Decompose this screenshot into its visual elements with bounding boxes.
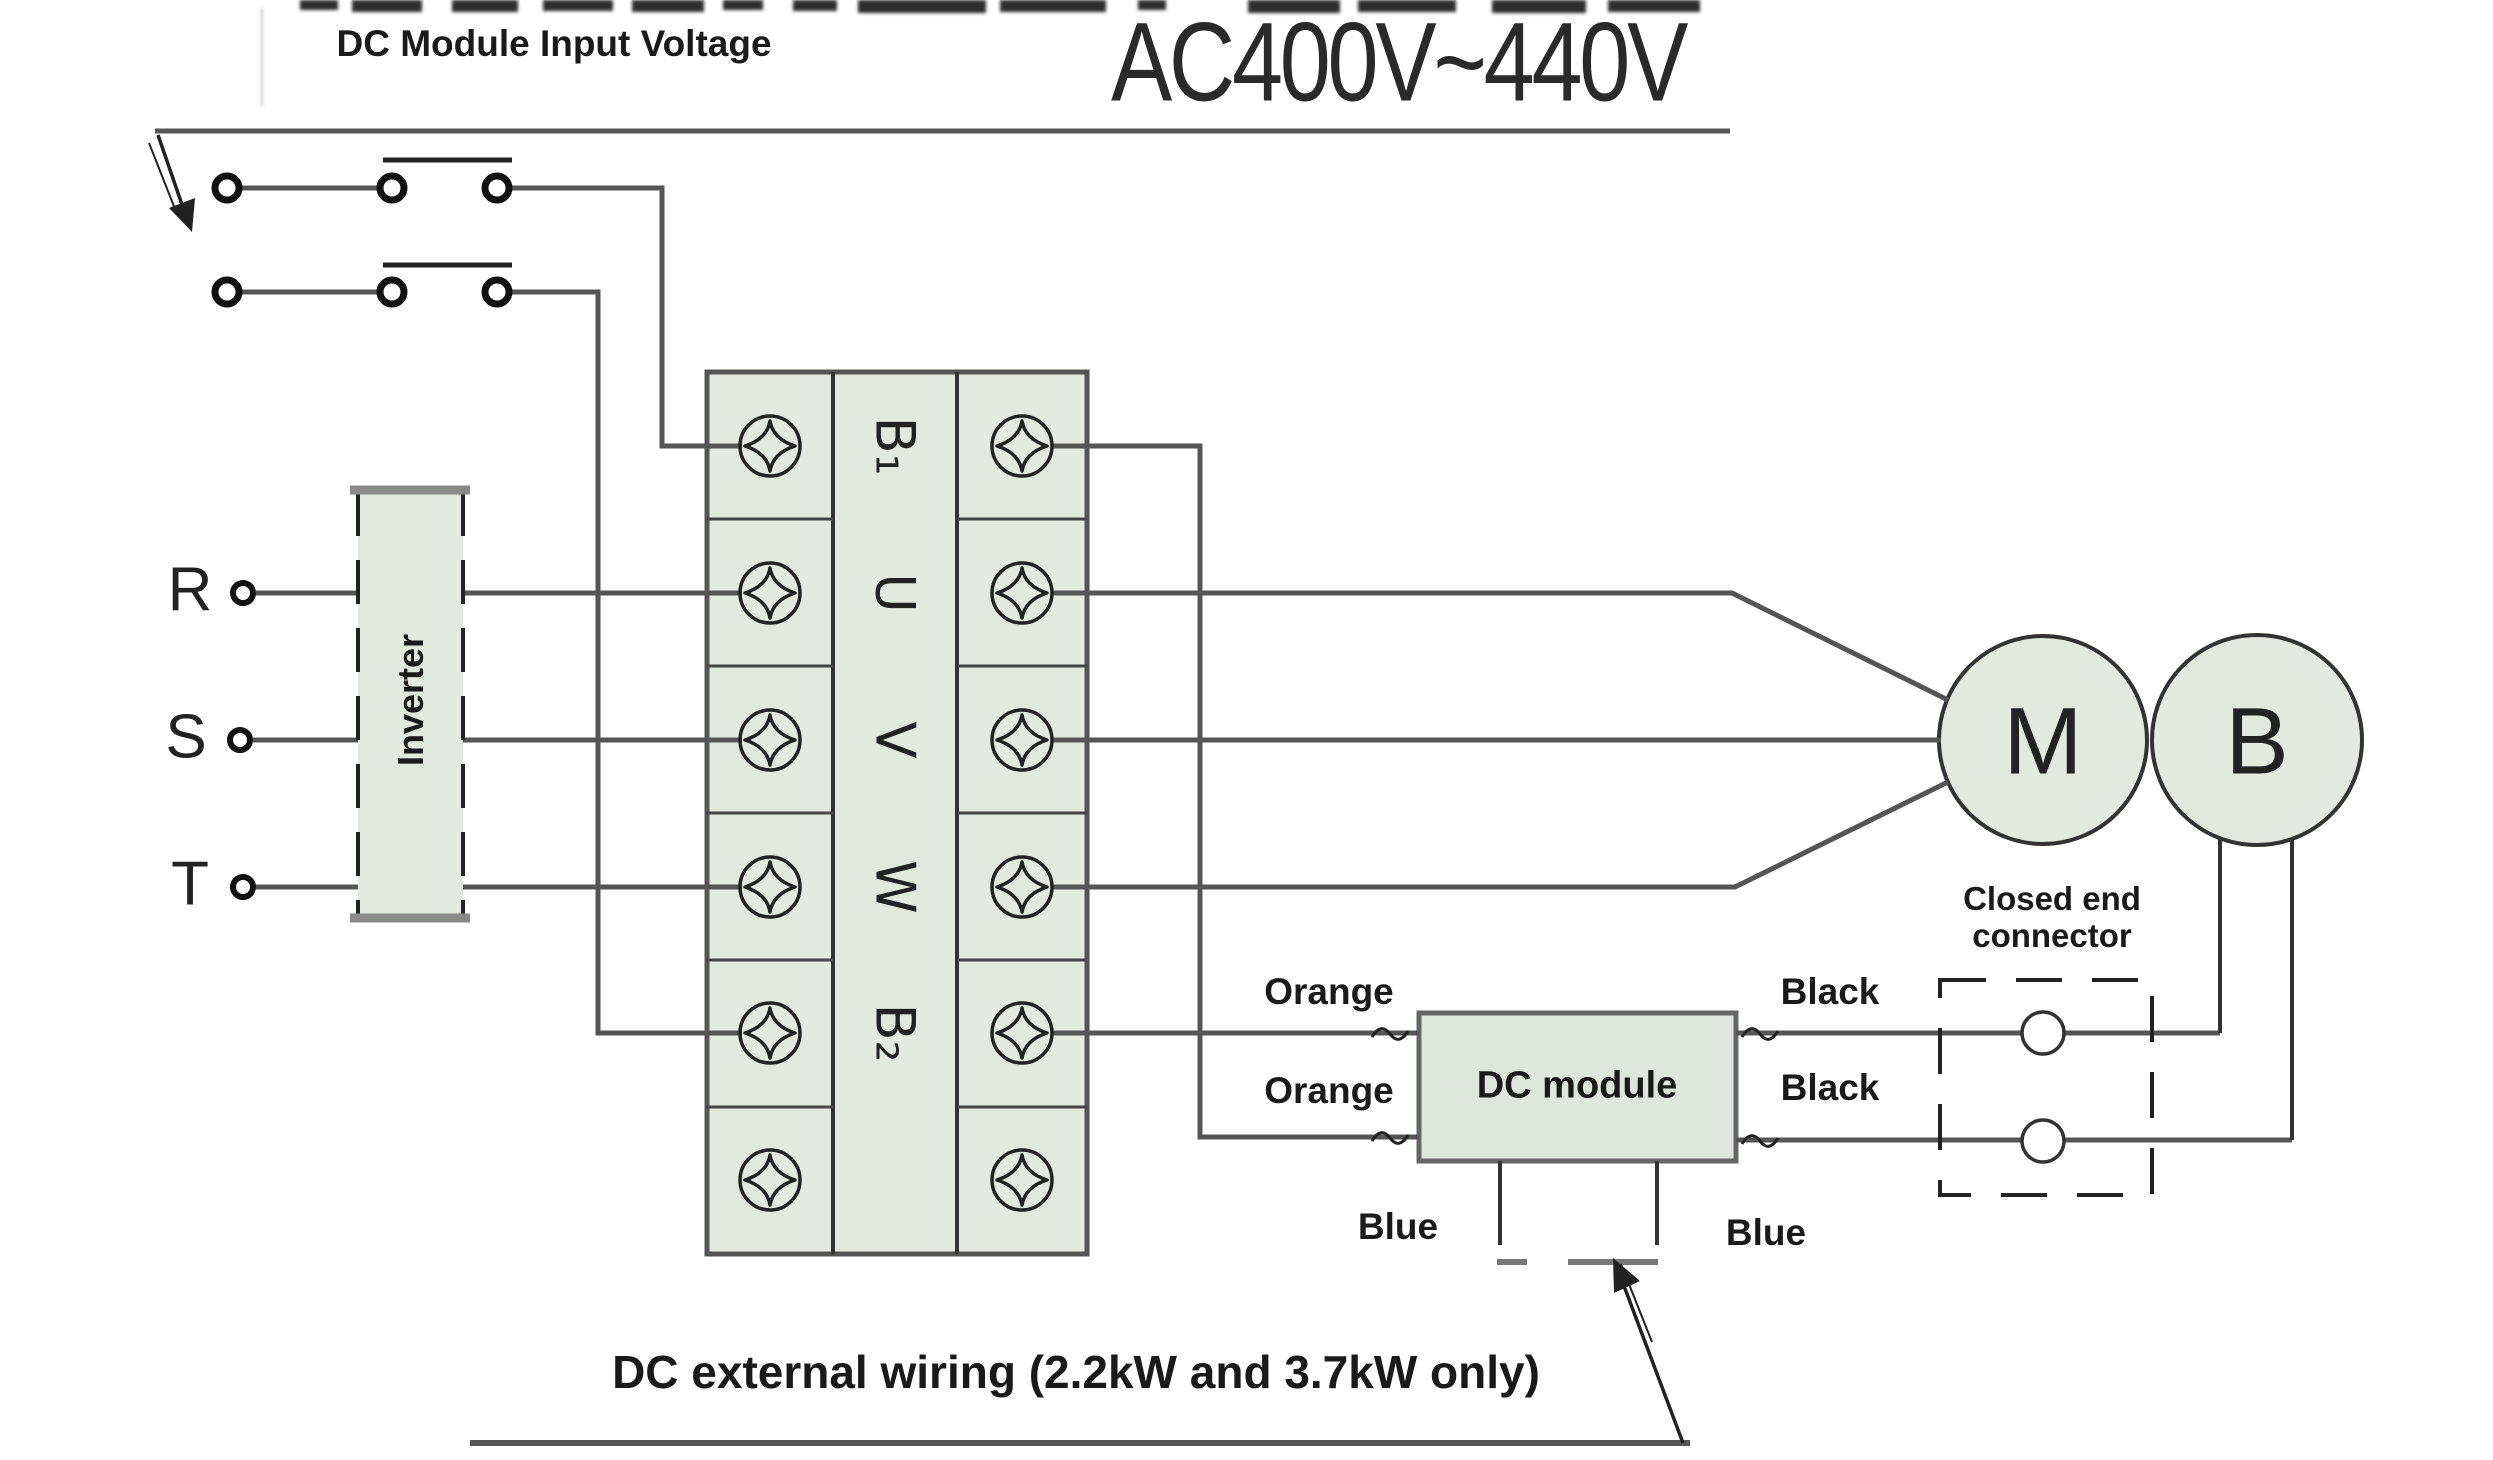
dc-module-box (1416, 1010, 1739, 1164)
black-wire-label-bottom: Black (1780, 1067, 1880, 1108)
diagram-caption: DC external wiring (2.2kW and 3.7kW only… (612, 1346, 1540, 1398)
motor-label: M (2003, 688, 2083, 795)
black-wire-label-top: Black (1780, 971, 1880, 1012)
switch-contacts (211, 172, 513, 308)
cropped-text-artifact (261, 0, 1700, 106)
brake-circle (2150, 633, 2364, 847)
blue-wire-label-left: Blue (1357, 1206, 1439, 1247)
terminal-block (704, 369, 1090, 1257)
terminal-label-v: V (863, 721, 927, 759)
phase-t-label: T (171, 849, 209, 919)
caption-arrow (1613, 1258, 1685, 1444)
phase-s-label: S (165, 702, 207, 772)
terminal-label-w: W (863, 860, 927, 914)
inverter-box (350, 485, 470, 923)
terminal-label-u: U (863, 573, 927, 613)
dc-module-label: DC module (1476, 1064, 1678, 1107)
wire-splice-marks (1370, 1027, 1780, 1148)
phase-r-label: R (167, 555, 213, 625)
closed-end-connector-box (1938, 978, 2154, 1197)
orange-wire-label-bottom: Orange (1264, 1070, 1394, 1111)
phase-input-terminals (227, 580, 256, 900)
terminal-label-b2: B₂ (863, 1003, 927, 1063)
dc-module-input-voltage-label: DC Module Input Voltage (336, 23, 772, 64)
inverter-label: Inverter (390, 633, 431, 767)
closed-end-connector-label-line2: connector (1972, 917, 2132, 954)
ac-voltage-label: AC400V~440V (1110, 0, 1688, 125)
brake-label: B (2225, 688, 2289, 795)
wires (155, 128, 2294, 1446)
input-voltage-arrow (148, 134, 195, 232)
terminal-label-b1: B₁ (863, 416, 927, 476)
switch-contact-bars (383, 157, 512, 268)
closed-end-connector-label-line1: Closed end (1963, 880, 2141, 917)
orange-wire-label-top: Orange (1264, 971, 1394, 1012)
terminal-cell-separators (707, 517, 1087, 1109)
blue-wire-label-right: Blue (1725, 1212, 1807, 1253)
